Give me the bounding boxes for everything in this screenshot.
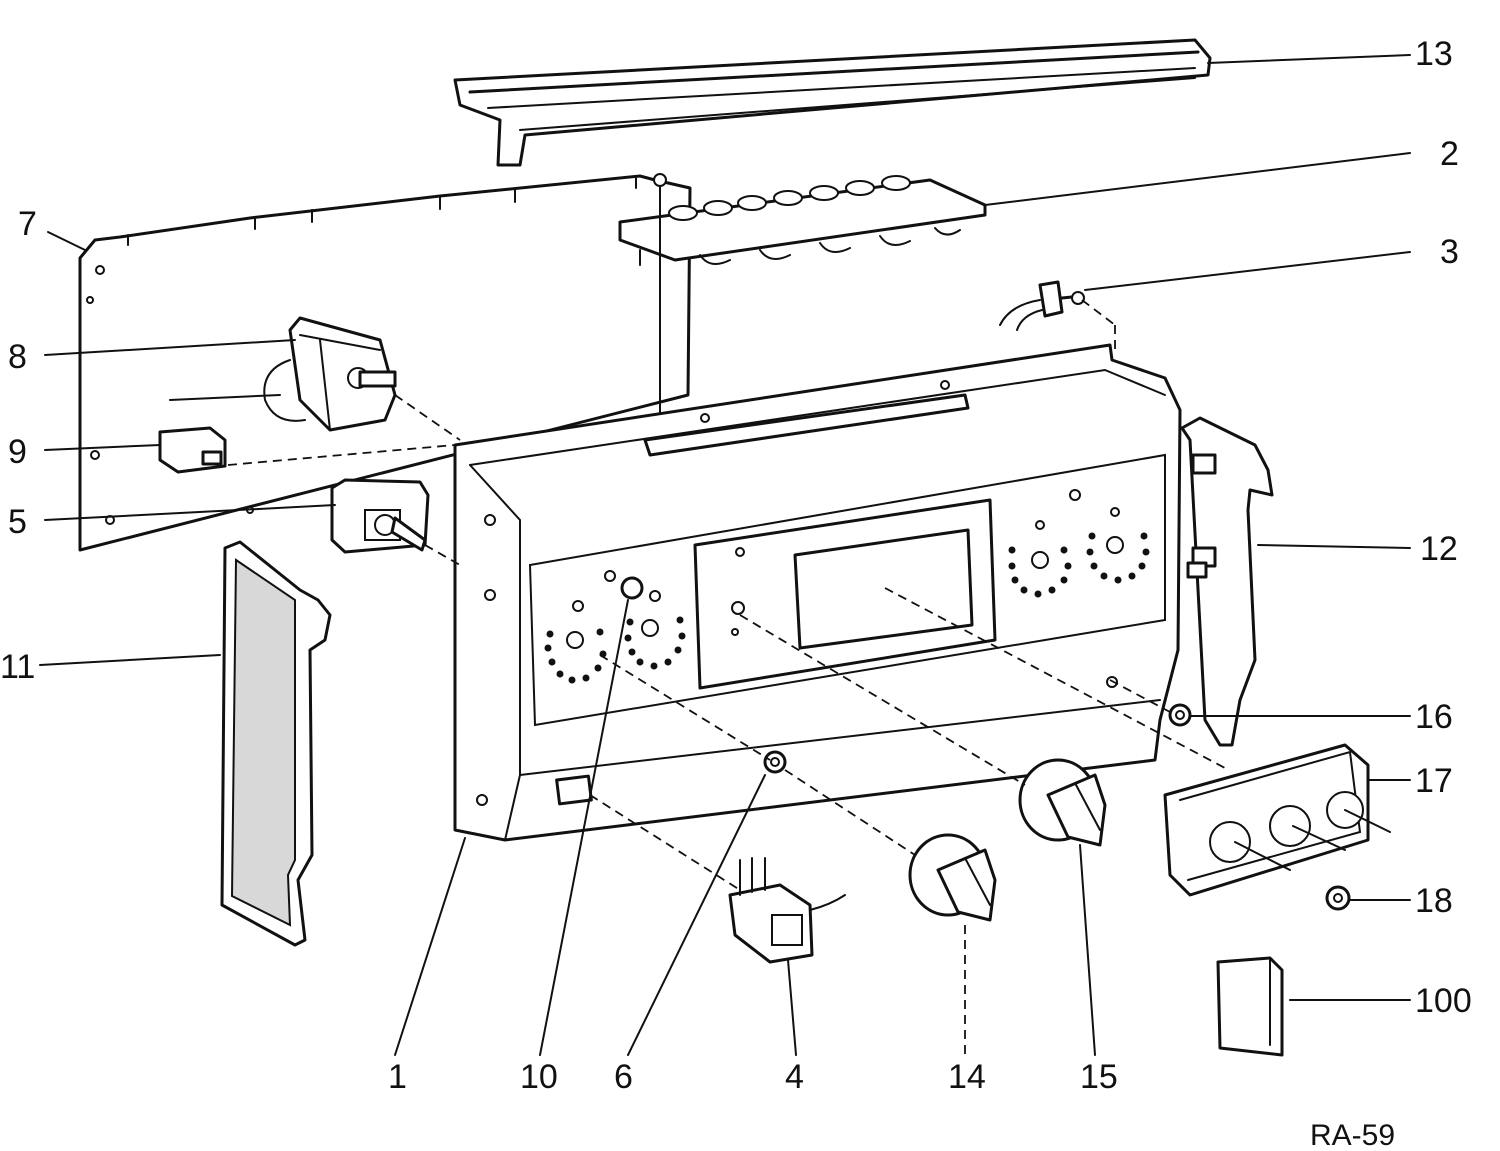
label-15: 15 — [1080, 1058, 1118, 1096]
assembly-guide-lines — [227, 299, 1226, 1060]
label-18: 18 — [1415, 882, 1453, 920]
dot-ring-2 — [624, 616, 686, 670]
socket-connector-part-4 — [728, 857, 846, 964]
knob-part-15 — [1018, 758, 1107, 847]
switch-plate-part-17 — [1163, 743, 1391, 897]
nut-part-6 — [763, 750, 787, 774]
label-9: 9 — [8, 433, 27, 471]
dial-marking-dots — [544, 532, 1150, 684]
label-7: 7 — [18, 205, 37, 243]
indicator-lamp-part-3 — [999, 280, 1085, 331]
label-2: 2 — [1440, 135, 1459, 173]
label-11: 11 — [0, 648, 35, 686]
label-13: 13 — [1415, 35, 1453, 73]
label-5: 5 — [8, 503, 27, 541]
knob-part-14 — [908, 833, 997, 922]
control-panel-housing-part-1 — [453, 343, 1182, 842]
label-17: 17 — [1415, 762, 1453, 800]
label-8: 8 — [8, 338, 27, 376]
reference-code: RA-59 — [1310, 1119, 1395, 1151]
label-4: 4 — [785, 1058, 804, 1096]
dot-ring-4 — [1086, 532, 1150, 584]
part-number-labels: 13 2 3 7 8 9 5 11 12 16 17 18 100 1 10 6… — [0, 35, 1472, 1151]
connector-part-9 — [158, 426, 227, 474]
right-trim-part-12 — [1180, 416, 1274, 747]
lamp-bar-part-2 — [618, 173, 987, 451]
top-trim-part-13 — [453, 38, 1212, 167]
label-12: 12 — [1420, 530, 1458, 568]
label-6: 6 — [614, 1058, 633, 1096]
label-3: 3 — [1440, 233, 1459, 271]
label-1: 1 — [388, 1058, 407, 1096]
small-knob-part-10 — [620, 576, 644, 600]
rotary-switch-part-5 — [330, 478, 430, 554]
nut-part-18 — [1325, 885, 1351, 911]
timer-switch-part-8 — [169, 316, 397, 432]
label-14: 14 — [948, 1058, 986, 1096]
left-trim-part-11 — [220, 540, 332, 947]
label-16: 16 — [1415, 698, 1453, 736]
label-100: 100 — [1415, 982, 1472, 1020]
nut-part-16 — [1168, 703, 1192, 727]
label-10: 10 — [520, 1058, 558, 1096]
dot-ring-3 — [1008, 546, 1072, 598]
leader-lines — [39, 54, 1411, 1056]
dot-ring-1 — [544, 628, 607, 684]
booklet-part-100 — [1216, 956, 1284, 1057]
